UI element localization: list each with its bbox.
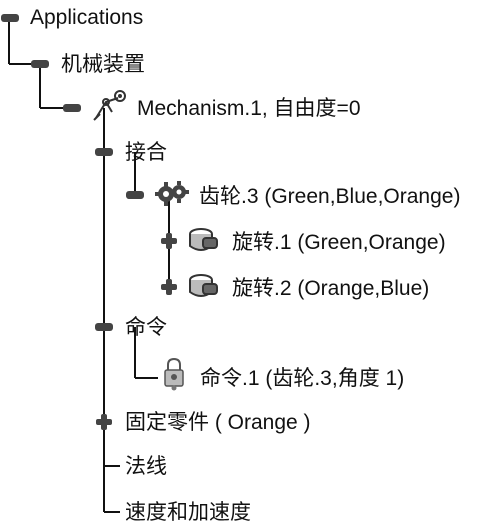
tree-node-label: 固定零件 ( Orange )	[125, 411, 311, 434]
tree-node-label: 速度和加速度	[125, 501, 251, 524]
tree-node-mechanical-devices[interactable]: 机械装置	[61, 51, 145, 79]
tree-node-label: 齿轮.3 (Green,Blue,Orange)	[199, 185, 461, 208]
tree-node-revolute-2[interactable]: 旋转.2 (Orange,Blue)	[232, 275, 429, 303]
tree-node-revolute-1[interactable]: 旋转.1 (Green,Orange)	[232, 229, 446, 257]
collapse-toggle-icon[interactable]	[0, 8, 20, 28]
tree-node-fixed-part[interactable]: 固定零件 ( Orange )	[125, 409, 311, 437]
tree-node-commands[interactable]: 命令	[125, 314, 167, 342]
collapse-toggle-icon[interactable]	[94, 317, 114, 337]
tree-node-label: 接合	[125, 141, 167, 164]
revolute-joint-icon	[189, 274, 218, 297]
tree-node-label: 机械装置	[61, 53, 145, 76]
collapse-toggle-icon[interactable]	[125, 185, 145, 205]
gear-joint-icon	[155, 181, 189, 206]
tree-node-applications[interactable]: Applications	[30, 4, 143, 32]
collapse-toggle-icon[interactable]	[62, 98, 82, 118]
tree-node-label: 命令	[125, 316, 167, 339]
tree-node-joints[interactable]: 接合	[125, 139, 167, 167]
tree-node-label: Mechanism.1, 自由度=0	[137, 97, 361, 120]
collapse-toggle-icon[interactable]	[30, 54, 50, 74]
tree-node-laws[interactable]: 法线	[125, 453, 167, 481]
tree-node-label: 旋转.1 (Green,Orange)	[232, 231, 446, 254]
tree-node-speed-acceleration[interactable]: 速度和加速度	[125, 499, 251, 527]
tree-node-label: 命令.1 (齿轮.3,角度 1)	[200, 367, 405, 390]
revolute-joint-icon	[189, 228, 218, 251]
tree-node-label: 旋转.2 (Orange,Blue)	[232, 277, 430, 300]
mechanism-icon	[93, 90, 126, 121]
tree-node-label: Applications	[30, 6, 144, 29]
tree-node-mechanism[interactable]: Mechanism.1, 自由度=0	[137, 95, 361, 123]
tree-node-label: 法线	[125, 455, 167, 478]
command-icon	[164, 357, 184, 391]
tree-node-gear-3[interactable]: 齿轮.3 (Green,Blue,Orange)	[199, 183, 460, 211]
expand-toggle-icon[interactable]	[159, 231, 179, 251]
tree-node-command-1[interactable]: 命令.1 (齿轮.3,角度 1)	[200, 365, 404, 393]
collapse-toggle-icon[interactable]	[94, 142, 114, 162]
expand-toggle-icon[interactable]	[159, 277, 179, 297]
expand-toggle-icon[interactable]	[94, 412, 114, 432]
